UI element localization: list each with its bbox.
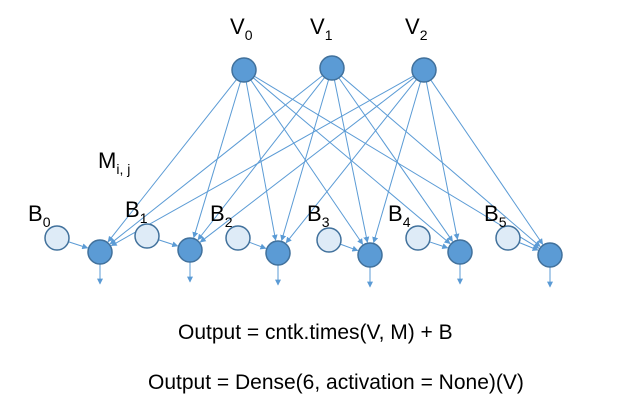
bias-label-b2: B2 (210, 201, 233, 230)
bias-edge-4 (429, 241, 449, 250)
output-node-1 (177, 237, 203, 263)
bias-label-b3: B3 (307, 201, 330, 230)
bias-label-b4: B4 (388, 201, 411, 230)
output-node-4 (447, 239, 473, 265)
bias-node-1 (134, 223, 160, 249)
bias-edge-3 (340, 243, 359, 252)
input-label-v1: V1 (310, 14, 333, 43)
output-node-0 (87, 239, 113, 265)
weight-edge-0-0 (107, 79, 237, 243)
bias-label-b1: B1 (125, 197, 148, 226)
output-node-3 (357, 242, 383, 268)
weight-edge-2-1 (199, 76, 415, 243)
input-label-v2: V2 (405, 14, 428, 43)
weight-edge-2-3 (372, 81, 422, 244)
weight-edge-2-0 (110, 75, 414, 247)
output-node-2 (265, 240, 291, 266)
output-node-5 (537, 242, 563, 268)
weight-edge-1-1 (197, 77, 326, 241)
weight-edge-1-4 (338, 77, 453, 242)
bias-edge-2 (249, 241, 267, 250)
bias-label-b0: B0 (28, 201, 51, 230)
weight-edge-2-2 (285, 79, 417, 244)
bias-node-2 (225, 225, 251, 251)
weight-edge-1-2 (280, 79, 330, 242)
weight-edge-1-0 (109, 75, 323, 245)
bias-node-5 (495, 225, 521, 251)
input-node-1 (319, 55, 345, 81)
bias-edge-0 (68, 241, 89, 250)
formula-times: Output = cntk.times(V, M) + B (178, 321, 453, 344)
bias-label-b5: B5 (484, 201, 507, 230)
weight-edge-0-3 (250, 79, 364, 245)
bias-edge-5 (518, 242, 539, 251)
weight-label: Mi, j (98, 148, 131, 177)
weight-edge-2-4 (425, 81, 460, 240)
bias-edge-1 (158, 239, 179, 248)
input-node-2 (411, 57, 437, 83)
input-label-v0: V0 (230, 14, 253, 43)
formula-dense: Output = Dense(6, activation = None)(V) (148, 371, 524, 394)
bias-node-3 (316, 227, 342, 253)
weight-edge-1-5 (340, 75, 541, 247)
input-node-0 (231, 57, 257, 83)
bias-node-0 (44, 225, 70, 251)
weight-edge-2-5 (430, 79, 544, 245)
weight-edge-0-2 (245, 81, 278, 241)
bias-node-4 (405, 225, 431, 251)
